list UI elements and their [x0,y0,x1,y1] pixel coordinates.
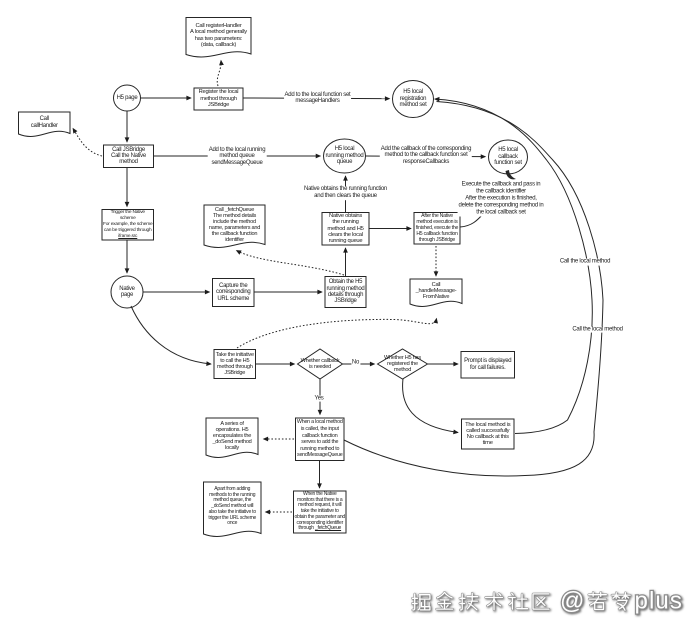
svg-text:plus: plus [635,588,683,615]
svg-text:@: @ [560,588,584,615]
svg-text:plus: plus [635,588,683,615]
svg-text:@: @ [560,588,584,615]
